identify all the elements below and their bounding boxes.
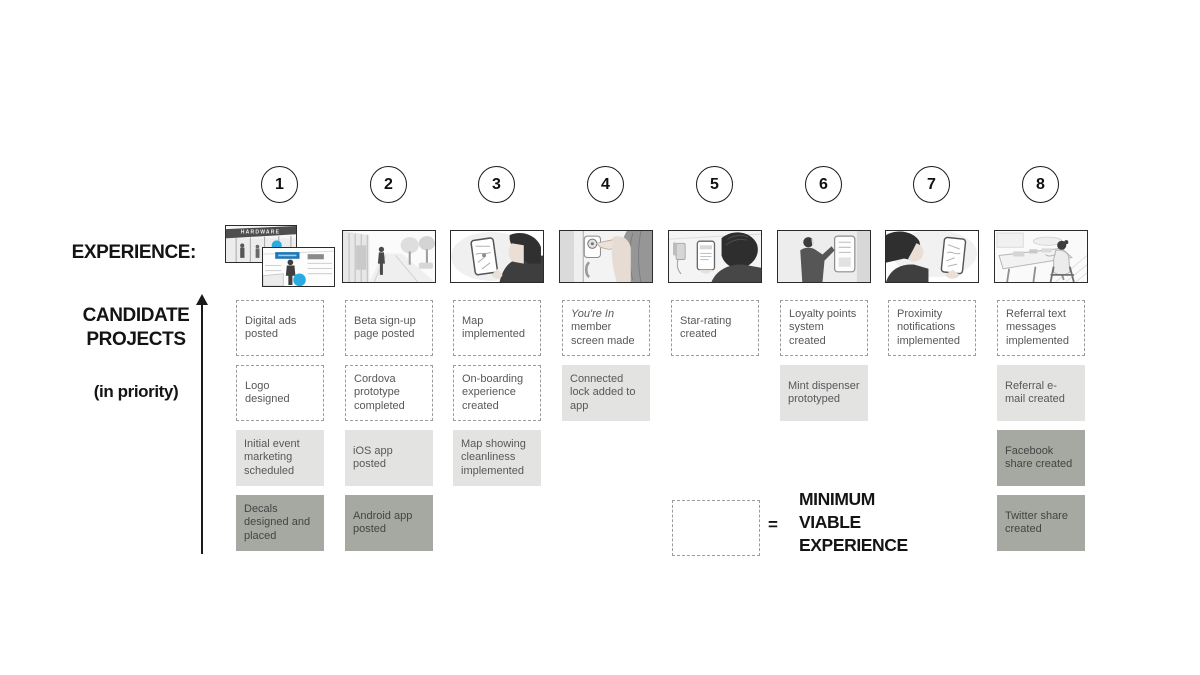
legend-label-line3: EXPERIENCE (799, 535, 908, 555)
project-box: Referral text messages implemented (997, 300, 1085, 356)
candidate-label-line2: PROJECTS (86, 329, 186, 350)
candidate-project-list-5: Star-rating created (671, 300, 759, 365)
project-label: member screen made (571, 321, 635, 347)
project-box: You're In member screen made (562, 300, 650, 356)
legend-equals-sign: = (768, 515, 778, 534)
candidate-project-list-4: You're In member screen made Connected l… (562, 300, 650, 430)
column-7: 7 Proximity notifications implemented (885, 0, 979, 675)
candidate-label-line1: CANDIDATE (82, 305, 190, 326)
project-box: Logo designed (236, 365, 324, 421)
candidate-project-list-6: Loyalty points system created Mint dispe… (780, 300, 868, 430)
project-box: Proximity notifications implemented (888, 300, 976, 356)
step-number-circle: 7 (913, 166, 950, 203)
project-box: Cordova prototype completed (345, 365, 433, 421)
step-number-circle: 2 (370, 166, 407, 203)
step-number-circle: 8 (1022, 166, 1059, 203)
legend-label-line2: VIABLE (799, 512, 861, 532)
priority-note: (in priority) (93, 382, 179, 401)
column-4: 4 You're In member screen made Conn (559, 0, 653, 675)
project-box: Map implemented (453, 300, 541, 356)
step-number-circle: 6 (805, 166, 842, 203)
project-box: iOS app posted (345, 430, 433, 486)
column-8: 8 Referral text messages implemented (994, 0, 1088, 675)
legend-label-line1: MINIMUM (799, 489, 875, 509)
storyboard-image-4 (559, 230, 653, 283)
column-3: 3 Map implemented On-boarding experience… (450, 0, 544, 675)
column-5: 5 Star-rating created (668, 0, 762, 675)
legend-label: MINIMUM VIABLE EXPERIENCE (799, 488, 908, 557)
step-number-circle: 5 (696, 166, 733, 203)
priority-arrow-line (201, 304, 203, 554)
project-box: Initial event marketing scheduled (236, 430, 324, 486)
storyboard-image-1-front (262, 247, 335, 287)
column-2: 2 Beta sign-up page posted Cordova proto… (342, 0, 436, 675)
candidate-project-list-3: Map implemented On-boarding experience c… (453, 300, 541, 495)
project-box: Connected lock added to app (562, 365, 650, 421)
candidate-project-list-8: Referral text messages implemented Refer… (997, 300, 1085, 560)
step-number-circle: 3 (478, 166, 515, 203)
experience-label: EXPERIENCE: (71, 242, 197, 263)
legend-mve-box (672, 500, 760, 556)
storyboard-image-7 (885, 230, 979, 283)
candidate-project-list-7: Proximity notifications implemented (888, 300, 976, 365)
project-box: On-boarding experience created (453, 365, 541, 421)
column-1: 1 HARDWARE (225, 0, 335, 675)
svg-text:HARDWARE: HARDWARE (241, 230, 281, 236)
step-number-circle: 1 (261, 166, 298, 203)
project-box: Loyalty points system created (780, 300, 868, 356)
project-box: Referral e-mail created (997, 365, 1085, 421)
storyboard-image-5 (668, 230, 762, 283)
project-label-italic: You're In (571, 308, 615, 321)
step-number-circle: 4 (587, 166, 624, 203)
priority-arrow-head (196, 294, 208, 305)
project-box: Star-rating created (671, 300, 759, 356)
storyboard-image-8 (994, 230, 1088, 283)
candidate-projects-label: CANDIDATE PROJECTS (76, 304, 196, 352)
project-box: Facebook share created (997, 430, 1085, 486)
project-box: Decals designed and placed (236, 495, 324, 551)
column-6: 6 Loyalty points system created Mint dis… (777, 0, 871, 675)
candidate-project-list-1: Digital ads posted Logo designed Initial… (236, 300, 324, 560)
candidate-project-list-2: Beta sign-up page posted Cordova prototy… (345, 300, 433, 560)
project-box: Map showing cleanliness implemented (453, 430, 541, 486)
storyboard-image-3 (450, 230, 544, 283)
project-box: Twitter share created (997, 495, 1085, 551)
project-box: Android app posted (345, 495, 433, 551)
storyboard-image-2 (342, 230, 436, 283)
storyboard-image-6 (777, 230, 871, 283)
project-box: Beta sign-up page posted (345, 300, 433, 356)
project-box: Digital ads posted (236, 300, 324, 356)
project-box: Mint dispenser prototyped (780, 365, 868, 421)
